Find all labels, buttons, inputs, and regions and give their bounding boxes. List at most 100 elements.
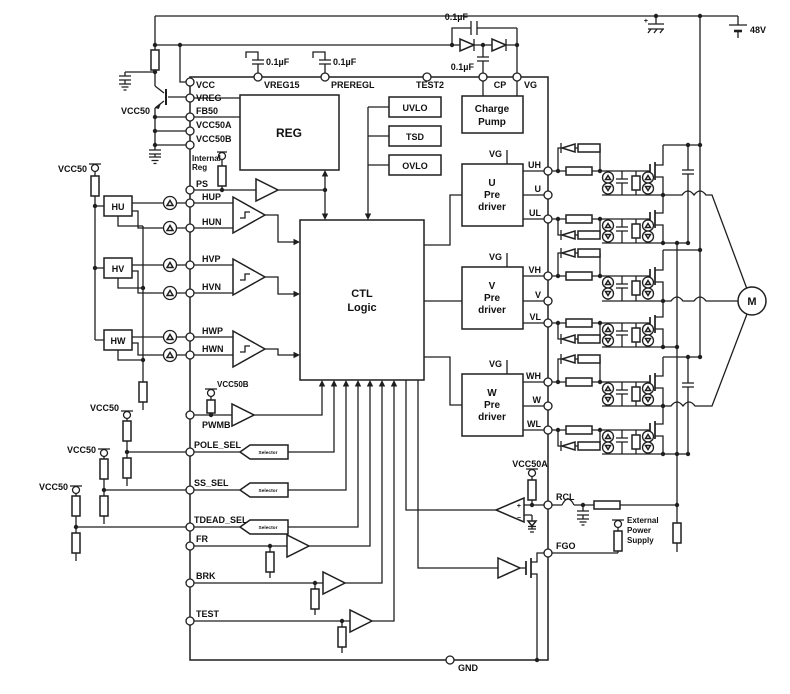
supply-flag-icon: [99, 448, 109, 458]
pin-test2: [422, 72, 432, 82]
vcc50-label: VCC50: [90, 403, 119, 413]
pin-label-brk: BRK: [196, 571, 216, 581]
hall-u-label: HU: [112, 202, 125, 212]
ovlo-block: [388, 154, 442, 176]
comparator-icon: [494, 496, 525, 524]
selector-shape: [238, 482, 289, 498]
selector-shape: [238, 519, 289, 535]
pin-test: [185, 616, 195, 626]
pin-fr: [185, 541, 195, 551]
internal-reg-label-2: Reg: [192, 163, 207, 172]
cap-label: 0.1µF: [333, 57, 357, 67]
clamp-diode-icon: [162, 329, 178, 345]
pin-label-vcc50b: VCC50B: [196, 134, 232, 144]
clamp-diode-icon: [162, 285, 178, 301]
u-pre-label-1: U: [488, 178, 495, 189]
buffer-icon: [286, 533, 311, 559]
vcc50a-label: VCC50A: [512, 459, 548, 469]
u-pre-label-3: driver: [478, 202, 506, 213]
pin-label-u: U: [535, 184, 542, 194]
clamp-diode-icon: [162, 220, 178, 236]
pin-vcc50a: [185, 126, 195, 136]
clamp-diodes: [162, 171, 655, 454]
pin-hwn: [185, 350, 195, 360]
diode-icon: [491, 37, 508, 53]
cap-label: 0.1µF: [266, 57, 290, 67]
supply-flag-icon: [71, 485, 81, 495]
supply-flag-icon: [527, 468, 537, 478]
diode-icon: [459, 37, 476, 53]
pin-label-vg: VG: [524, 80, 537, 90]
zener-pair-icon: [601, 171, 655, 195]
vcc50b-pullup-label: VCC50B: [217, 380, 249, 389]
pin-vcc: [185, 77, 195, 87]
cap-label: 0.1µF: [445, 12, 469, 22]
supply-flag-icon: [122, 410, 132, 420]
pin-vh: [543, 271, 553, 281]
pin-label-pole-sel: POLE_SEL: [194, 440, 242, 450]
pin-label-vl: VL: [529, 312, 541, 322]
pin-label-tdead-sel: TDEAD_SEL: [194, 515, 248, 525]
pin-label-gnd: GND: [458, 663, 479, 673]
tsd-label: TSD: [406, 132, 425, 142]
v-pre-label-2: Pre: [484, 293, 501, 304]
diode-icon: [559, 333, 576, 345]
supply-48v-label: 48V: [750, 25, 766, 35]
pin-fb50: [185, 112, 195, 122]
w-pre-label-3: driver: [478, 412, 506, 423]
arrowheads: [293, 170, 398, 387]
pin-wl: [543, 425, 553, 435]
pin-vcc50b: [185, 140, 195, 150]
motor: M: [737, 286, 767, 316]
pin-gnd: [445, 655, 455, 665]
u-pre-label-2: Pre: [484, 190, 501, 201]
w-pre-label-2: Pre: [484, 400, 501, 411]
function-blocks: [103, 94, 524, 437]
pin-hwp: [185, 332, 195, 342]
buffer-icon: [349, 608, 374, 634]
vg-label: VG: [489, 252, 502, 262]
hall-v-block: [103, 257, 133, 279]
vcc50-label: VCC50: [39, 482, 68, 492]
pin-label-ss-sel: SS_SEL: [194, 478, 229, 488]
pin-label-hvp: HVP: [202, 254, 221, 264]
diode-icon: [559, 353, 576, 365]
pin-label-v: V: [535, 290, 541, 300]
pin-hvn: [185, 288, 195, 298]
diode-icon: [559, 229, 576, 241]
symbols: [71, 103, 623, 529]
zener-pair-icon: [601, 276, 655, 300]
buffers: [231, 177, 525, 634]
supply-flag-icon: [613, 519, 623, 529]
pin-hup: [185, 198, 195, 208]
charge-pump-block: [461, 95, 524, 134]
pin-label-rcl: RCL: [556, 492, 575, 502]
reg-block: [239, 94, 340, 171]
uvlo-label: UVLO: [402, 103, 427, 113]
vcc50-label: VCC50: [121, 106, 150, 116]
selector-label: Selector: [259, 525, 278, 531]
charge-pump-label-1: Charge: [475, 104, 510, 115]
pin-label-vreg15: VREG15: [264, 80, 300, 90]
buffer-icon: [497, 556, 522, 580]
ext-supply-label-3: Supply: [627, 536, 654, 545]
pin-hun: [185, 223, 195, 233]
w-predriver-block: [461, 373, 524, 437]
pin-brk: [185, 578, 195, 588]
pin-u: [543, 190, 553, 200]
pin-label-vcc: VCC: [196, 80, 216, 90]
pin-fgo: [543, 548, 553, 558]
comparator-minus: −: [517, 515, 521, 522]
diodes: [459, 37, 576, 528]
tsd-block: [388, 125, 442, 147]
zener-pair-icon: [601, 323, 655, 347]
pin-vl: [543, 318, 553, 328]
labels: 0.1µF 0.1µF 0.1µF 0.1µF + 48V VCC VREG15…: [39, 12, 766, 673]
pin-cp: [478, 72, 488, 82]
elcap-plus: +: [644, 18, 648, 25]
pin-pole-sel: [185, 447, 195, 457]
supply-flag-icon: [217, 151, 227, 161]
selector-shape: [238, 444, 289, 460]
comparator-plus: +: [517, 503, 521, 510]
u-predriver-block: [461, 163, 524, 227]
